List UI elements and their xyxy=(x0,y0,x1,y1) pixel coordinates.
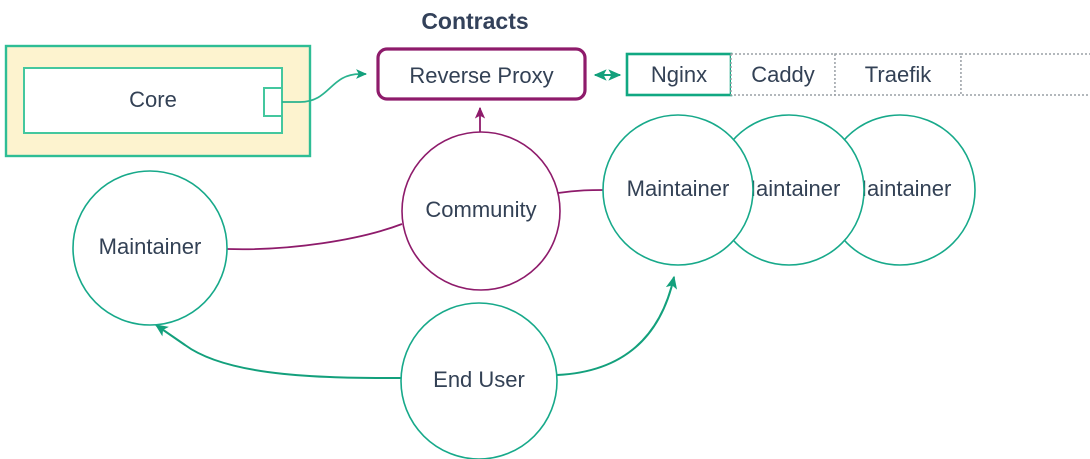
group-title-contracts: Contracts xyxy=(421,8,528,34)
edge-community-to-maintainer-left xyxy=(226,223,403,251)
option-box-empty-rect xyxy=(960,53,1090,96)
maintainer-left-label: Maintainer xyxy=(99,234,202,259)
option-box-nginx[interactable]: Nginx xyxy=(625,52,733,97)
option-box-traefik[interactable]: Traefik xyxy=(834,53,962,96)
edge-core-to-reverse-proxy xyxy=(282,69,368,103)
package-core-inner xyxy=(23,67,283,134)
end-user-circle xyxy=(400,302,558,459)
node-end-user[interactable]: End User xyxy=(400,302,558,459)
maintainer-2-label: Maintainer xyxy=(738,176,841,201)
option-box-traefik-rect xyxy=(834,53,962,96)
option-box-traefik-label: Traefik xyxy=(865,62,932,87)
package-core[interactable]: Core xyxy=(4,44,312,158)
package-core-port[interactable] xyxy=(263,87,283,117)
option-box-caddy[interactable]: Caddy xyxy=(730,53,836,96)
edge-end-user-to-maintainer-right xyxy=(556,275,678,376)
option-box-nginx-label: Nginx xyxy=(651,62,707,87)
edge-end-user-to-maintainer-left xyxy=(154,324,402,379)
node-reverse-proxy[interactable]: Reverse Proxy xyxy=(376,47,587,101)
node-maintainer-left[interactable]: Maintainer xyxy=(72,170,228,326)
end-user-label: End User xyxy=(433,367,525,392)
community-circle xyxy=(401,131,561,291)
maintainer-1-circle xyxy=(602,114,754,266)
node-maintainer-2[interactable]: Maintainer xyxy=(713,114,865,266)
maintainer-left-circle xyxy=(72,170,228,326)
node-maintainer-1[interactable]: Maintainer xyxy=(602,114,754,266)
maintainer-1-label: Maintainer xyxy=(627,176,730,201)
reverse-proxy-box xyxy=(376,47,587,101)
package-core-label: Core xyxy=(129,87,177,112)
option-box-nginx-rect xyxy=(625,52,733,97)
community-label: Community xyxy=(425,197,536,222)
option-box-caddy-label: Caddy xyxy=(751,62,815,87)
edge-community-to-maintainer-right xyxy=(557,189,605,194)
reverse-proxy-label: Reverse Proxy xyxy=(409,63,553,88)
maintainer-3-label: Maintainer xyxy=(849,176,952,201)
option-box-empty[interactable] xyxy=(960,53,1090,96)
node-community[interactable]: Community xyxy=(401,131,561,291)
